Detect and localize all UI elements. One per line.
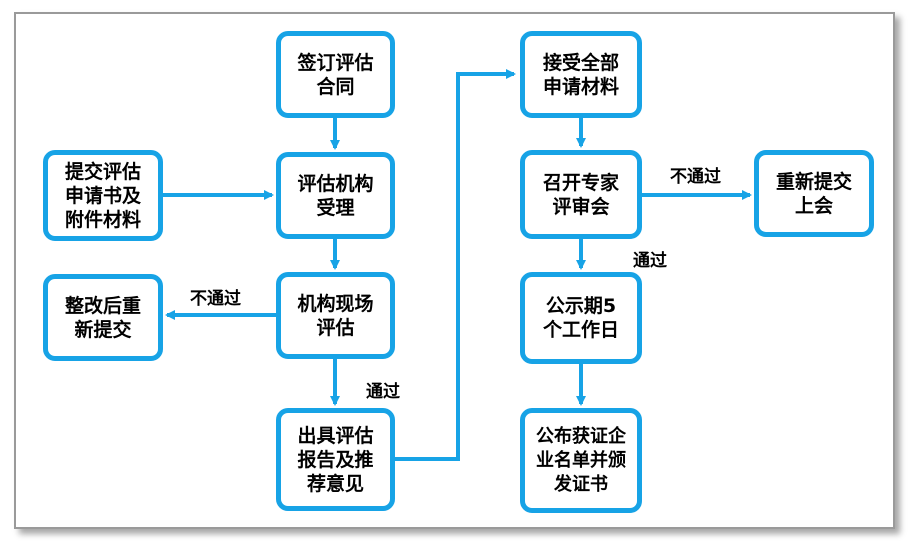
- node-sign-contract: 签订评估 合同: [276, 31, 395, 118]
- node-accept-all-materials: 接受全部 申请材料: [520, 31, 642, 118]
- node-resubmit-meeting: 重新提交 上会: [754, 150, 874, 237]
- arrow-report-to-accept-all: [394, 69, 516, 461]
- node-submit-application: 提交评估 申请书及 附件材料: [43, 150, 163, 241]
- diagram-frame: [14, 12, 895, 529]
- node-agency-accept: 评估机构 受理: [276, 152, 395, 239]
- node-issue-report: 出具评估 报告及推 荐意见: [276, 408, 395, 511]
- label-fail-review: 不通过: [670, 167, 721, 187]
- label-pass-onsite: 通过: [366, 382, 400, 402]
- label-pass-review: 通过: [633, 251, 667, 271]
- node-onsite-assessment: 机构现场 评估: [276, 272, 395, 359]
- node-rectify-resubmit: 整改后重 新提交: [43, 274, 163, 361]
- node-announce-list: 公布获证企 业名单并颁 发证书: [520, 408, 642, 513]
- node-publicity-period: 公示期5 个工作日: [520, 272, 642, 364]
- label-fail-onsite: 不通过: [190, 289, 241, 309]
- node-expert-review: 召开专家 评审会: [520, 150, 642, 239]
